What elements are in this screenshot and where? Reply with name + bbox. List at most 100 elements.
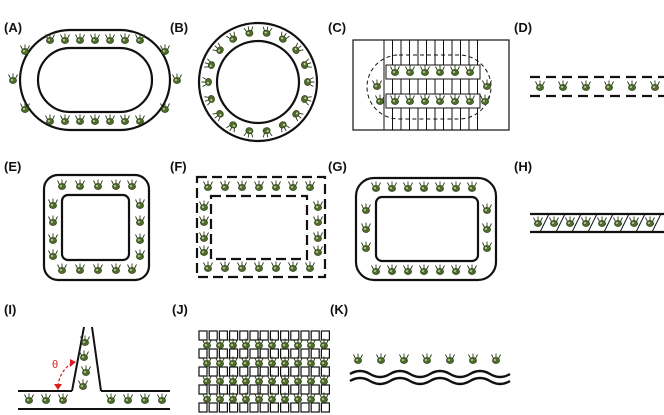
- cell-marker: [613, 216, 623, 228]
- cell-marker: [160, 102, 170, 114]
- pillar: [239, 384, 249, 395]
- cell-marker: [387, 181, 397, 193]
- cell-marker: [371, 181, 381, 193]
- cell-marker: [375, 94, 385, 106]
- cell-marker: [81, 365, 91, 377]
- cell-marker: [135, 215, 145, 227]
- panel-h-cells: [533, 216, 655, 228]
- cell-marker: [422, 353, 432, 365]
- cell-marker: [127, 263, 137, 275]
- pillar: [290, 384, 300, 395]
- cell-marker: [24, 393, 34, 405]
- cell-marker: [376, 353, 386, 365]
- cell-marker: [199, 200, 209, 212]
- cell-marker: [220, 261, 230, 273]
- pillar: [208, 384, 218, 395]
- cell-marker: [105, 33, 115, 45]
- cell-marker: [220, 180, 230, 192]
- cell-marker: [237, 261, 247, 273]
- pillar: [229, 384, 239, 395]
- cell-marker: [75, 179, 85, 191]
- pillar: [269, 330, 279, 341]
- pillar: [198, 348, 208, 359]
- cell-marker: [445, 353, 455, 365]
- cell-marker: [645, 216, 655, 228]
- cell-marker: [201, 77, 213, 87]
- panel-label-g: (G): [328, 159, 347, 174]
- cell-marker: [254, 180, 264, 192]
- pillar: [290, 330, 300, 341]
- pillar: [229, 402, 239, 413]
- pillar: [310, 330, 320, 341]
- cell-marker: [202, 57, 217, 71]
- cell-marker: [581, 80, 591, 92]
- pillar: [290, 348, 300, 359]
- panel-label-i: (I): [4, 302, 16, 317]
- pillar: [300, 348, 310, 359]
- pillar: [310, 402, 320, 413]
- cell-marker: [48, 233, 58, 245]
- channel-line: [539, 213, 550, 233]
- pillar: [269, 348, 279, 359]
- pillar: [218, 330, 228, 341]
- cell-marker: [399, 353, 409, 365]
- pillar: [310, 384, 320, 395]
- cell-marker: [243, 126, 255, 139]
- cell-marker: [157, 393, 167, 405]
- pillar: [269, 366, 279, 377]
- panel-label-c: (C): [328, 20, 346, 35]
- cell-marker: [353, 353, 363, 365]
- cell-marker: [299, 57, 314, 71]
- cell-marker: [271, 261, 281, 273]
- cell-marker: [371, 264, 381, 276]
- pillar: [249, 366, 259, 377]
- panel-k-wavy-surface: [349, 369, 511, 386]
- panel-label-e: (E): [4, 159, 21, 174]
- pillar: [280, 402, 290, 413]
- panel-g-rect-channel: [354, 176, 498, 282]
- pillar: [290, 402, 300, 413]
- pillar: [300, 366, 310, 377]
- cell-marker: [467, 181, 477, 193]
- cell-marker: [604, 80, 614, 92]
- pillar: [229, 348, 239, 359]
- pillar: [208, 402, 218, 413]
- cell-marker: [288, 261, 298, 273]
- pillar: [249, 330, 259, 341]
- cell-marker: [58, 393, 68, 405]
- cell-marker: [199, 245, 209, 257]
- cell-marker: [313, 231, 323, 243]
- cell-marker: [57, 179, 67, 191]
- panel-label-d: (D): [514, 20, 532, 35]
- cell-marker: [90, 33, 100, 45]
- pillar: [198, 402, 208, 413]
- pillar: [269, 384, 279, 395]
- pillar: [300, 402, 310, 413]
- cell-marker: [491, 353, 501, 365]
- cell-marker: [313, 200, 323, 212]
- pillar: [310, 366, 320, 377]
- cell-marker: [303, 77, 315, 87]
- cell-marker: [8, 73, 18, 85]
- cell-marker: [403, 264, 413, 276]
- pillar: [310, 348, 320, 359]
- cell-marker: [160, 44, 170, 56]
- pillar: [239, 366, 249, 377]
- pillar: [198, 384, 208, 395]
- cell-marker: [387, 264, 397, 276]
- cell-marker: [435, 264, 445, 276]
- cell-marker: [361, 241, 371, 253]
- panel-a-racetrack-channel: [18, 28, 172, 132]
- channel-line: [635, 213, 646, 233]
- cell-marker: [361, 203, 371, 215]
- panel-d-dashed-channel: [530, 75, 664, 98]
- pillar: [208, 330, 218, 341]
- pillar: [218, 366, 228, 377]
- cell-marker: [627, 80, 637, 92]
- pillar: [239, 348, 249, 359]
- cell-marker: [372, 79, 382, 91]
- angle-theta-annotation: θ: [52, 359, 76, 390]
- pillar: [208, 366, 218, 377]
- pillar: [218, 384, 228, 395]
- cell-marker: [199, 215, 209, 227]
